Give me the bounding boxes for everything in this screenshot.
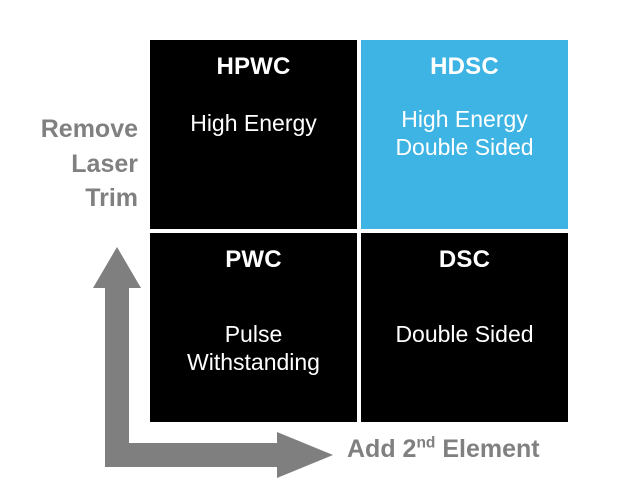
y-axis-label: Remove Laser Trim xyxy=(40,115,138,212)
y-axis-arrow-icon xyxy=(93,247,141,467)
quadrant-dsc-title: DSC xyxy=(438,246,491,273)
quadrant-hdsc-body: High Energy Double Sided xyxy=(395,106,534,161)
quadrant-hdsc-title: HDSC xyxy=(430,53,499,80)
x-axis-label-prefix: Add 2 xyxy=(347,435,417,463)
quadrant-hdsc[interactable]: HDSC High Energy Double Sided xyxy=(359,40,568,231)
quadrant-pwc-title: PWC xyxy=(225,246,282,273)
quadrant-matrix: HPWC High Energy HDSC High Energy Double… xyxy=(150,40,568,422)
quadrant-pwc-body: Pulse Withstanding xyxy=(187,321,320,376)
x-axis-label: Add 2nd Element xyxy=(347,434,540,463)
x-axis-arrow-icon xyxy=(105,432,333,478)
quadrant-dsc[interactable]: DSC Double Sided xyxy=(359,231,568,422)
quadrant-hpwc-body: High Energy xyxy=(190,110,317,137)
x-axis-label-suffix: Element xyxy=(435,435,540,463)
quadrant-dsc-body: Double Sided xyxy=(395,321,534,348)
quadrant-hpwc[interactable]: HPWC High Energy xyxy=(150,40,359,231)
quadrant-hpwc-title: HPWC xyxy=(216,53,291,80)
x-axis-label-superscript: nd xyxy=(416,434,436,452)
quadrant-pwc[interactable]: PWC Pulse Withstanding xyxy=(150,231,359,422)
